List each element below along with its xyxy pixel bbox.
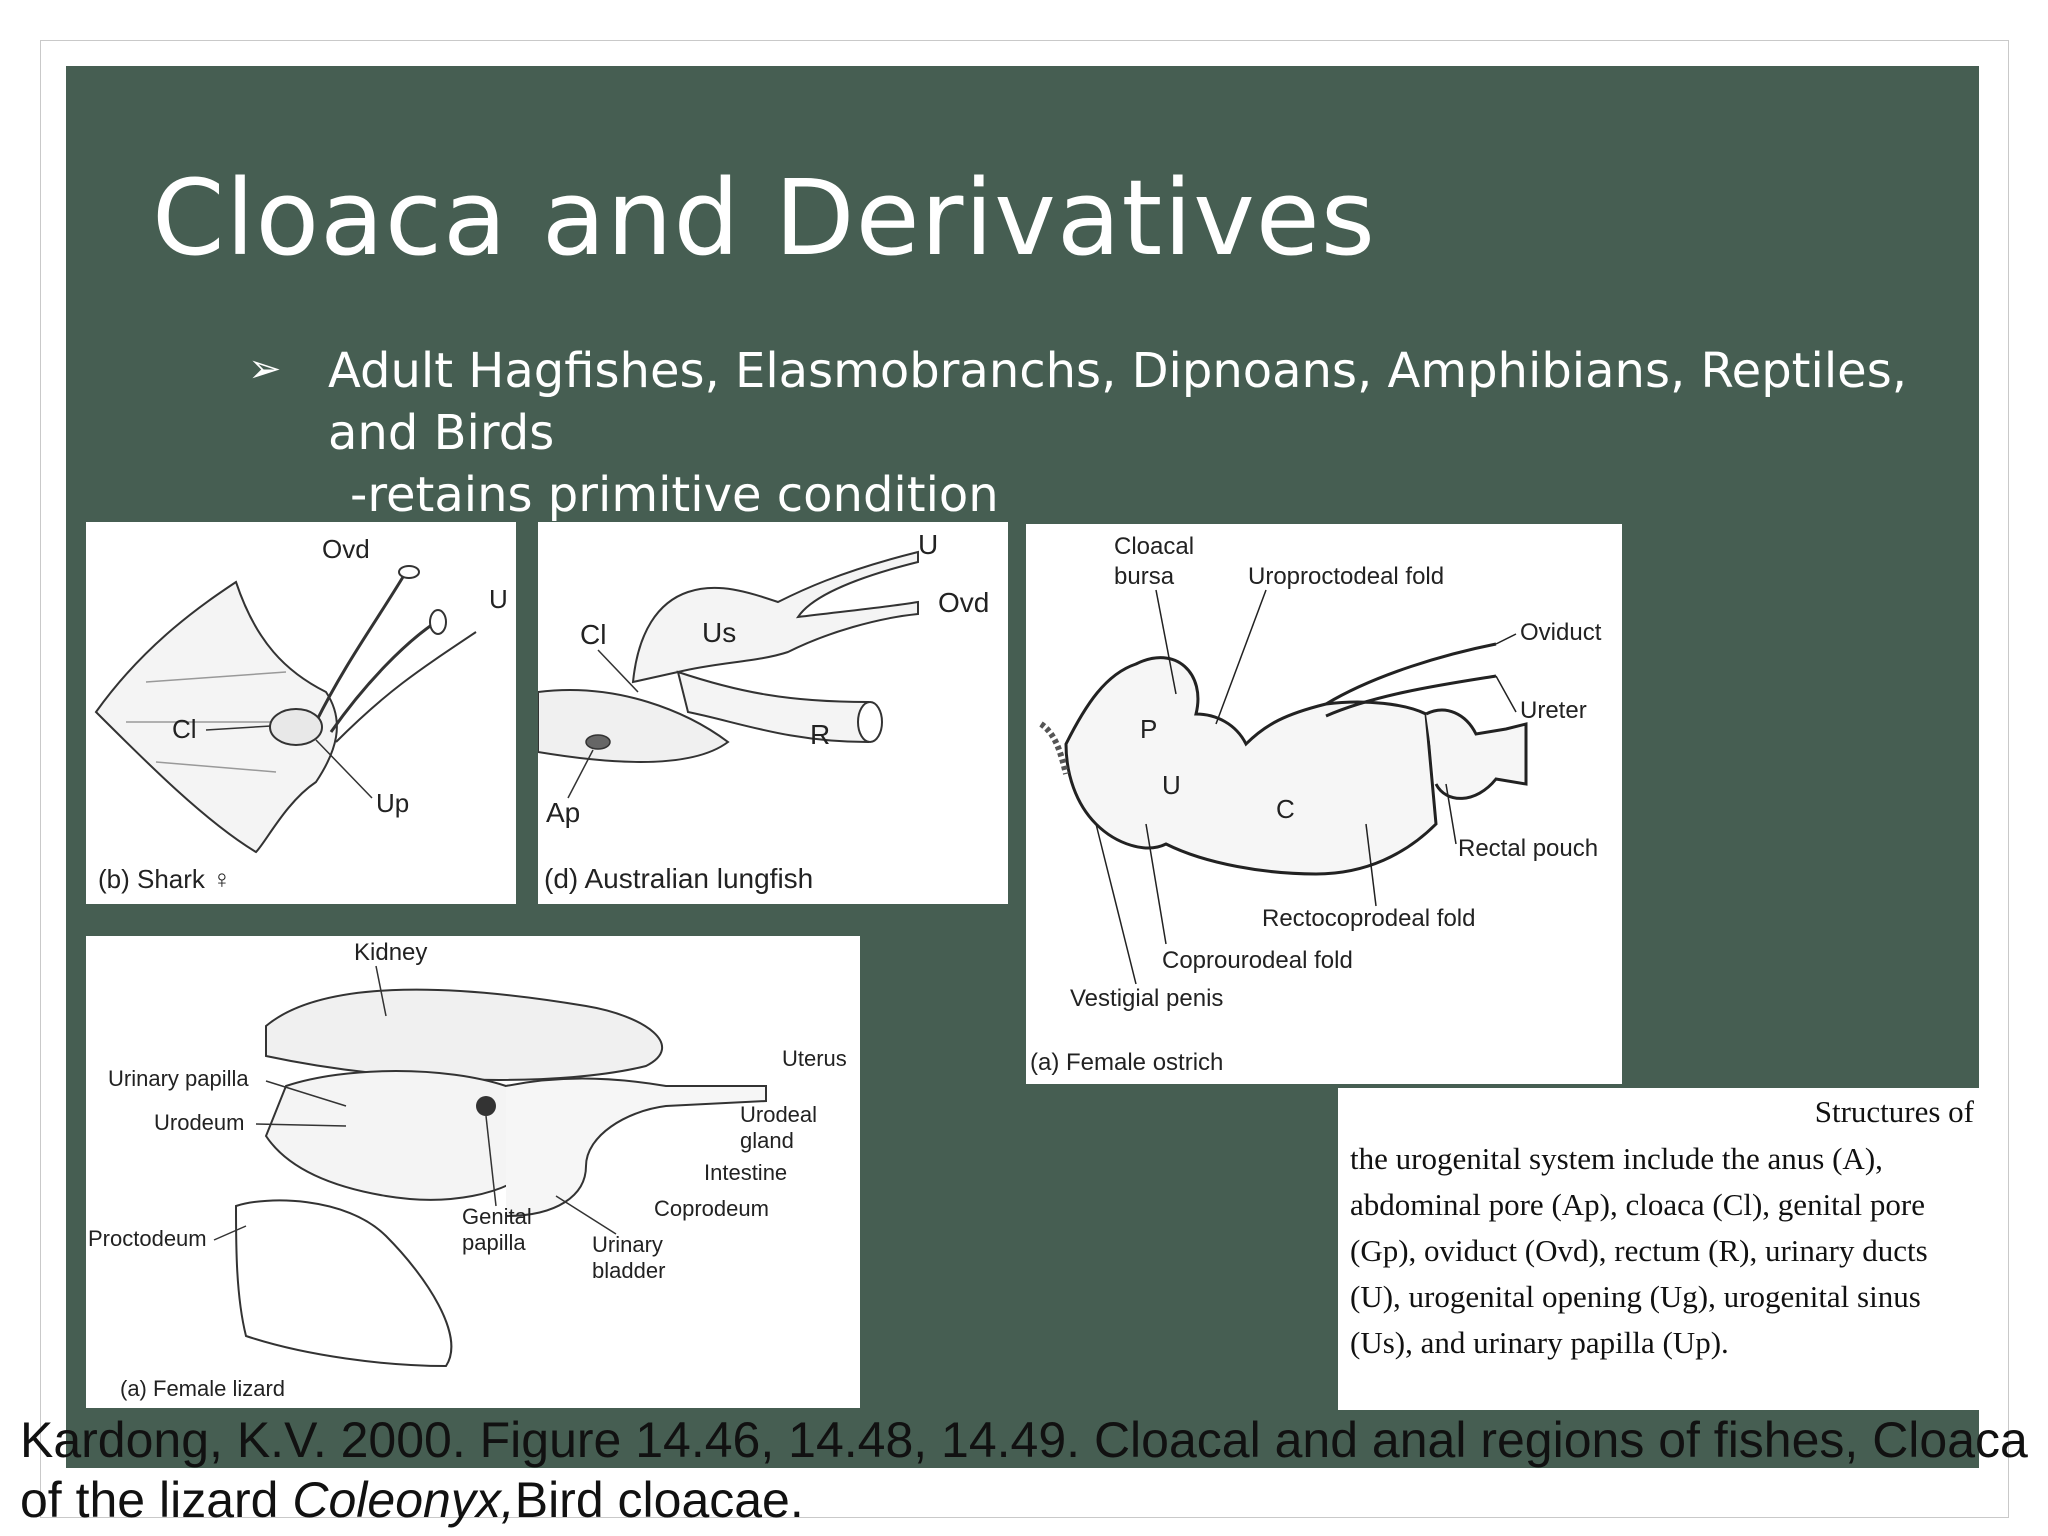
lizard-label-intestine: Intestine (704, 1160, 787, 1185)
ostrich-label-oviduct: Oviduct (1520, 619, 1602, 646)
lizard-label-kidney: Kidney (354, 939, 427, 966)
lizard-label-urinary: Urinary (592, 1232, 663, 1257)
ostrich-label-p: P (1140, 714, 1157, 744)
lungfish-label-r: R (810, 719, 830, 750)
ostrich-label-uroproctodeal: Uroproctodeal fold (1248, 563, 1444, 590)
ostrich-caption: (a) Female ostrich (1030, 1049, 1223, 1076)
caption-heading: Structures of (1814, 1094, 1974, 1129)
lizard-label-coprodeum: Coprodeum (654, 1196, 769, 1221)
shark-caption: (b) Shark ♀ (98, 864, 232, 894)
lizard-diagram: Kidney Uterus Urinary papilla Urodeum Ur… (88, 939, 847, 1401)
shark-label-cl: Cl (172, 714, 197, 744)
lizard-label-gland: gland (740, 1128, 794, 1153)
ostrich-label-u: U (1162, 770, 1181, 800)
figure-shark: Ovd U Cl Up (b) Shark ♀ (86, 522, 516, 904)
ostrich-label-ureter: Ureter (1520, 697, 1587, 724)
lizard-label-proctodeum: Proctodeum (88, 1226, 207, 1251)
citation-italic: Coleonyx, (292, 1472, 515, 1528)
lungfish-label-us: Us (702, 617, 736, 648)
ostrich-label-rectal-pouch: Rectal pouch (1458, 835, 1598, 862)
lungfish-label-ovd: Ovd (938, 587, 989, 618)
slide-title: Cloaca and Derivatives (152, 157, 1376, 279)
lizard-label-urodeum: Urodeum (154, 1110, 244, 1135)
slide-frame (40, 40, 2009, 1518)
figure-ostrich: Cloacal bursa Uroproctodeal fold Oviduct… (1026, 524, 1622, 1084)
figure-caption-box: Structures of the urogenital system incl… (1338, 1088, 1988, 1410)
lizard-label-genital: Genital (462, 1204, 532, 1229)
lungfish-label-u: U (918, 529, 938, 560)
lungfish-label-cl: Cl (580, 619, 606, 650)
shark-diagram: Ovd U Cl Up (b) Shark ♀ (94, 534, 508, 894)
ostrich-diagram: Cloacal bursa Uroproctodeal fold Oviduct… (1030, 533, 1602, 1076)
sub-bullet-text: -retains primitive condition (350, 467, 999, 523)
figure-lizard: Kidney Uterus Urinary papilla Urodeum Ur… (86, 936, 860, 1408)
lizard-caption: (a) Female lizard (120, 1376, 285, 1401)
shark-label-up: Up (376, 788, 409, 818)
caption-body: the urogenital system include the anus (… (1350, 1141, 1928, 1360)
lizard-label-papilla: papilla (462, 1230, 526, 1255)
lungfish-diagram: U Ovd Cl Us R Ap (d) Australian lungfish (538, 529, 989, 894)
shark-label-u: U (489, 584, 508, 614)
lizard-label-uterus: Uterus (782, 1046, 847, 1071)
ostrich-label-rectocoprodeal: Rectocoprodeal fold (1262, 905, 1475, 932)
citation-text: Kardong, K.V. 2000. Figure 14.46, 14.48,… (20, 1412, 2028, 1528)
ostrich-label-cloacal: Cloacal (1114, 533, 1194, 560)
lizard-label-urodeal: Urodeal (740, 1102, 817, 1127)
lizard-label-bladder: bladder (592, 1258, 665, 1283)
figure-lungfish: U Ovd Cl Us R Ap (d) Australian lungfish (538, 522, 1008, 904)
lizard-label-urinary-papilla: Urinary papilla (108, 1066, 249, 1091)
bullet-arrow-icon: ➢ (248, 346, 282, 392)
ostrich-label-vestigial-penis: Vestigial penis (1070, 985, 1223, 1012)
ostrich-label-c: C (1276, 794, 1295, 824)
lungfish-caption: (d) Australian lungfish (544, 863, 813, 894)
ostrich-label-bursa: bursa (1114, 563, 1175, 590)
citation: Kardong, K.V. 2000. Figure 14.46, 14.48,… (20, 1410, 2030, 1530)
lungfish-label-ap: Ap (546, 797, 580, 828)
shark-label-ovd: Ovd (322, 534, 370, 564)
bullet-text: Adult Hagfishes, Elasmobranchs, Dipnoans… (328, 343, 1907, 461)
citation-text-end: Bird cloacae. (514, 1472, 804, 1528)
ostrich-label-coprourodeal: Coprourodeal fold (1162, 947, 1353, 974)
